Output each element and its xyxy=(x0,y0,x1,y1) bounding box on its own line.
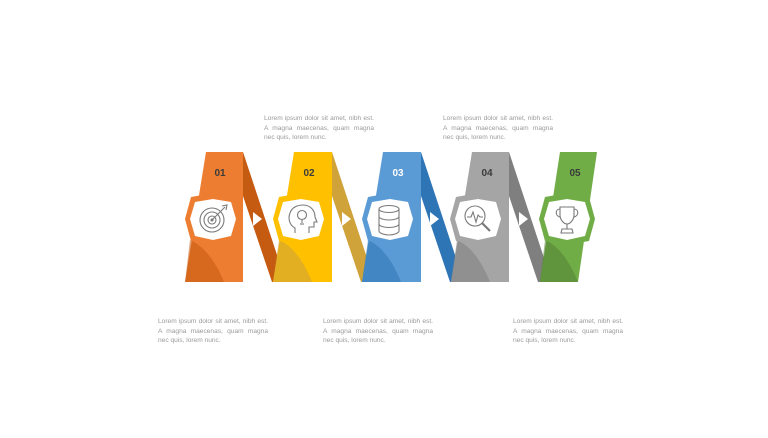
magnifier-pulse-icon xyxy=(464,205,491,232)
arrow-right-icon xyxy=(430,212,439,226)
step-01-description: Lorem ipsum dolor sit amet, nibh est. A … xyxy=(158,318,268,345)
arrow-right-icon xyxy=(342,212,351,226)
head-lightbulb-icon xyxy=(288,204,318,233)
step-03-badge xyxy=(362,193,418,245)
step-05-badge xyxy=(539,193,595,245)
arrow-right-icon xyxy=(253,212,262,226)
step-05-description: Lorem ipsum dolor sit amet, nibh est. A … xyxy=(513,318,623,345)
trophy-icon xyxy=(555,206,579,234)
target-icon xyxy=(199,204,228,233)
step-03-description: Lorem ipsum dolor sit amet, nibh est. A … xyxy=(323,318,433,345)
database-icon xyxy=(378,204,400,236)
step-04-description: Lorem ipsum dolor sit amet, nibh est. A … xyxy=(443,115,553,142)
step-01-number: 01 xyxy=(214,168,226,179)
step-04-badge xyxy=(450,193,506,245)
step-05-number: 05 xyxy=(569,168,581,179)
step-02-description: Lorem ipsum dolor sit amet, nibh est. A … xyxy=(264,115,374,142)
step-04-number: 04 xyxy=(481,168,493,179)
step-02-number: 02 xyxy=(303,168,315,179)
step-03-number: 03 xyxy=(392,168,404,179)
arrow-right-icon xyxy=(519,212,528,226)
